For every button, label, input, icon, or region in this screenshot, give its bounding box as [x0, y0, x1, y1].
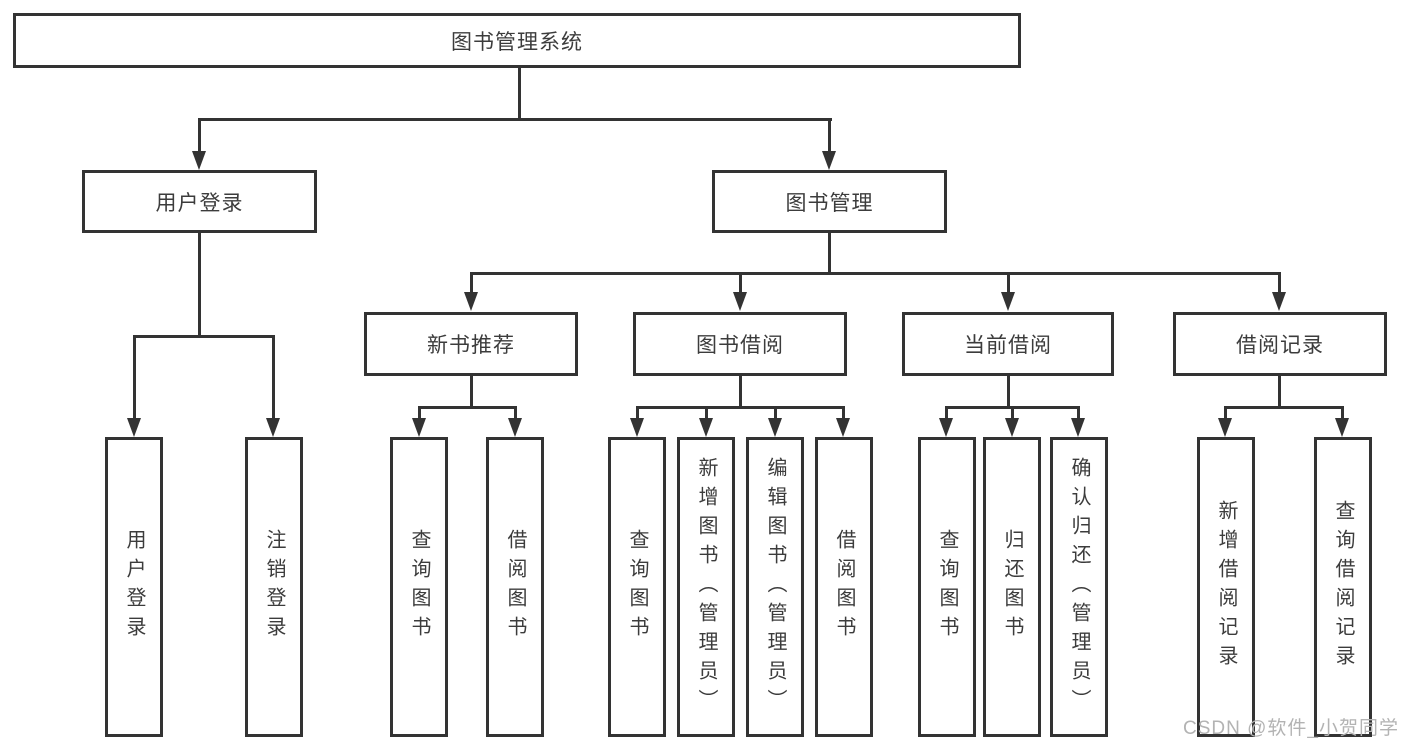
arrowhead-book-management	[822, 151, 836, 170]
connector-book-borrow-rail	[636, 406, 844, 409]
connector-arrow-stem-bb-edit	[774, 406, 777, 419]
connector-arrow-stem-nb-query	[418, 406, 421, 419]
node-current-borrowing: 当前借阅	[902, 312, 1114, 376]
connector-arrow-stem-cb-query	[945, 406, 948, 419]
arrowhead-cb-confirm	[1071, 418, 1085, 437]
node-book-management: 图书管理	[712, 170, 947, 233]
connector-arrow-stem-br-add	[1224, 406, 1227, 419]
connector-arrow-stem-br-query	[1341, 406, 1344, 419]
arrowhead-br-add	[1218, 418, 1232, 437]
connector-arrow-stem-bb-add	[705, 406, 708, 419]
arrowhead-br-query	[1335, 418, 1349, 437]
leaf-return-books: 归还图书	[983, 437, 1041, 737]
connector-book-management-stem	[828, 233, 831, 272]
leaf-confirm-return-admin: 确认归还（管理员）	[1050, 437, 1108, 737]
arrowhead-bb-borrow	[836, 418, 850, 437]
connector-borrow-records-rail	[1224, 406, 1343, 409]
connector-arrow-stem-current-borrow	[1007, 272, 1010, 293]
arrowhead-new-book	[464, 292, 478, 311]
arrowhead-book-borrow	[733, 292, 747, 311]
connector-new-book-rail	[418, 406, 517, 409]
leaf-borrow-books-recommend: 借阅图书	[486, 437, 544, 737]
leaf-user-login: 用户登录	[105, 437, 163, 737]
arrowhead-login-leaf	[127, 418, 141, 437]
arrowhead-current-borrow	[1001, 292, 1015, 311]
arrowhead-borrow-records	[1272, 292, 1286, 311]
leaf-edit-books-admin: 编辑图书（管理员）	[746, 437, 804, 737]
node-new-book-recommendation: 新书推荐	[364, 312, 578, 376]
leaf-query-books-borrowing: 查询图书	[608, 437, 666, 737]
leaf-query-books-recommend: 查询图书	[390, 437, 448, 737]
leaf-add-borrow-record: 新增借阅记录	[1197, 437, 1255, 737]
connector-level2-rail	[198, 118, 832, 121]
arrowhead-logout-leaf	[266, 418, 280, 437]
leaf-query-books-current: 查询图书	[918, 437, 976, 737]
connector-arrow-stem-login-leaf	[133, 335, 136, 419]
node-book-borrowing: 图书借阅	[633, 312, 847, 376]
connector-current-borrow-stem	[1007, 376, 1010, 406]
connector-arrow-stem-book-management	[828, 118, 831, 152]
connector-user-login-rail	[133, 335, 274, 338]
connector-book-borrow-stem	[739, 376, 742, 406]
leaf-logout: 注销登录	[245, 437, 303, 737]
arrowhead-bb-query	[630, 418, 644, 437]
arrowhead-nb-borrow	[508, 418, 522, 437]
connector-arrow-stem-logout-leaf	[272, 335, 275, 419]
leaf-borrow-books-borrowing: 借阅图书	[815, 437, 873, 737]
connector-arrow-stem-nb-borrow	[514, 406, 517, 419]
arrowhead-nb-query	[412, 418, 426, 437]
connector-arrow-stem-book-borrow	[739, 272, 742, 293]
leaf-query-borrow-record: 查询借阅记录	[1314, 437, 1372, 737]
node-user-login: 用户登录	[82, 170, 317, 233]
arrowhead-cb-return	[1005, 418, 1019, 437]
arrowhead-cb-query	[939, 418, 953, 437]
connector-arrow-stem-new-book	[470, 272, 473, 293]
connector-user-login-stem	[198, 233, 201, 335]
connector-arrow-stem-borrow-records	[1278, 272, 1281, 293]
connector-level3-rail	[470, 272, 1281, 275]
connector-arrow-stem-bb-borrow	[842, 406, 845, 419]
node-library-management-system: 图书管理系统	[13, 13, 1021, 68]
arrowhead-bb-add	[699, 418, 713, 437]
connector-root-stem	[518, 68, 521, 118]
arrowhead-user-login	[192, 151, 206, 170]
node-borrowing-records: 借阅记录	[1173, 312, 1387, 376]
connector-arrow-stem-cb-confirm	[1077, 406, 1080, 419]
connector-arrow-stem-bb-query	[636, 406, 639, 419]
arrowhead-bb-edit	[768, 418, 782, 437]
connector-arrow-stem-cb-return	[1011, 406, 1014, 419]
leaf-add-books-admin: 新增图书（管理员）	[677, 437, 735, 737]
connector-borrow-records-stem	[1278, 376, 1281, 406]
csdn-watermark: CSDN @软件_小贺同学	[1183, 718, 1399, 739]
connector-arrow-stem-user-login	[198, 118, 201, 152]
connector-new-book-stem	[470, 376, 473, 406]
